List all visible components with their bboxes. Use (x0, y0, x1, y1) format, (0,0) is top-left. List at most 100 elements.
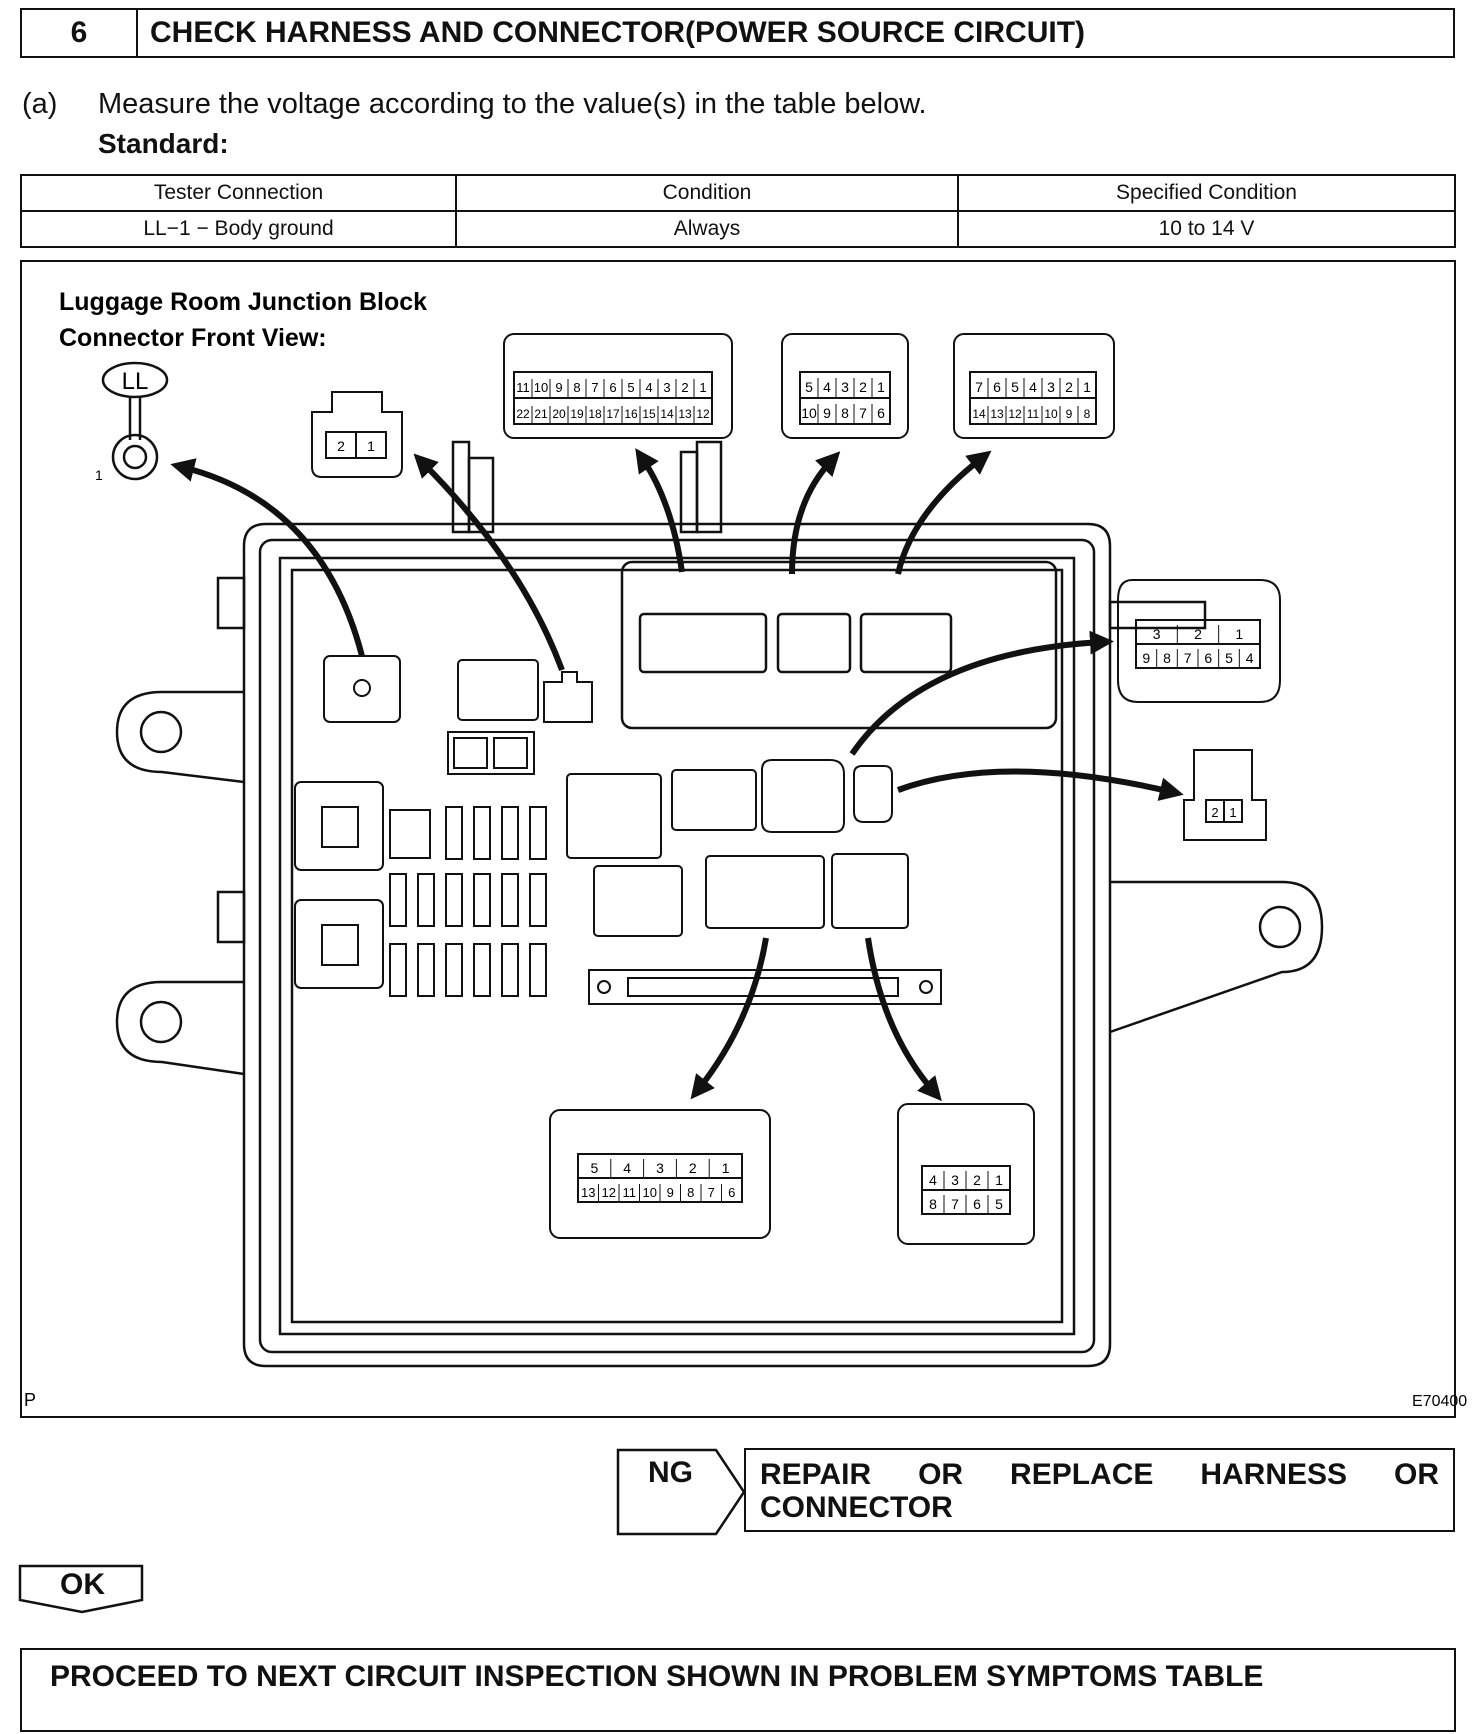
figure-id: E70400 (1412, 1393, 1467, 1410)
pin-label: 2 (337, 438, 345, 454)
pin-label: 1 (1235, 626, 1243, 642)
pin-label: 5 (805, 379, 813, 395)
corner-label: P (24, 1390, 36, 1410)
table-cell: Always (455, 210, 959, 248)
junction-block-drawing: Luggage Room Junction Block Connector Fr… (24, 288, 1467, 1410)
pin-label: 3 (1153, 626, 1161, 642)
table-cell: LL−1 − Body ground (20, 210, 457, 248)
pin-label: 9 (823, 405, 831, 421)
repair-word: OR (1394, 1458, 1439, 1491)
pin-label: 4 (823, 379, 831, 395)
pin-label: 8 (1163, 650, 1171, 666)
pin-label: 7 (975, 379, 983, 395)
pin-label: 12 (602, 1185, 616, 1200)
pin-label: 12 (1008, 407, 1022, 421)
pin-label: 5 (1011, 379, 1019, 395)
ok-label: OK (60, 1568, 105, 1601)
table-row: LL−1 − Body ground Always 10 to 14 V (20, 210, 1456, 248)
spec-table: Tester Connection Condition Specified Co… (20, 174, 1456, 248)
connector-2pin-top (311, 391, 403, 478)
repair-word: OR (918, 1458, 964, 1491)
pin-label: 2 (1211, 805, 1218, 820)
pin-label: 16 (624, 407, 638, 421)
table-header: Condition (455, 174, 959, 212)
pin-label: 11 (1027, 407, 1040, 421)
instruction-label: (a) (22, 88, 58, 120)
pin-label: 5 (591, 1160, 599, 1176)
step-header: 6 CHECK HARNESS AND CONNECTOR(POWER SOUR… (20, 8, 1455, 58)
pin-label: 18 (588, 407, 602, 421)
diagram-title-2: Connector Front View: (59, 324, 327, 352)
pin-label: 15 (642, 407, 656, 421)
pin-label: 9 (555, 380, 562, 395)
pin-label: 14 (660, 407, 674, 421)
junction-block-body (115, 440, 1324, 1368)
pin-label: 8 (929, 1196, 937, 1212)
table-header-row: Tester Connection Condition Specified Co… (20, 174, 1456, 212)
connector-22pin (503, 333, 733, 439)
pin-label: 6 (993, 379, 1001, 395)
table-header: Tester Connection (20, 174, 457, 212)
pin-label: 7 (951, 1196, 959, 1212)
ng-arrow-icon (616, 1448, 746, 1536)
pin-label: 6 (728, 1185, 735, 1200)
pin-label: 1 (367, 438, 375, 454)
pin-label: 2 (859, 379, 867, 395)
pin-label: 2 (973, 1172, 981, 1188)
pin-label: 10 (534, 380, 548, 395)
pin-label: 1 (877, 379, 885, 395)
pin-label: 14 (972, 407, 986, 421)
pin-label: 2 (681, 380, 688, 395)
pin-label: 21 (534, 407, 548, 421)
pin-label: 6 (877, 405, 885, 421)
pin-label: 3 (663, 380, 670, 395)
pin-label: 12 (696, 407, 710, 421)
pin-label: 6 (609, 380, 616, 395)
internal-components (294, 655, 942, 1005)
pin-label: 8 (1084, 407, 1091, 421)
connector-14pin (953, 333, 1115, 439)
step-title: CHECK HARNESS AND CONNECTOR(POWER SOURCE… (150, 16, 1086, 49)
pointer-arrows (170, 448, 1184, 1102)
repair-word: REPLACE (1010, 1458, 1154, 1491)
standard-label: Standard: (98, 128, 229, 159)
pin-label: 17 (606, 407, 620, 421)
pin-label: 6 (1204, 650, 1212, 666)
pin-label: 22 (516, 407, 530, 421)
pin-label: 3 (841, 379, 849, 395)
diagram-title-1: Luggage Room Junction Block (59, 288, 427, 316)
repair-word: HARNESS (1200, 1458, 1348, 1491)
ng-label: NG (648, 1456, 693, 1489)
pin-label: 4 (623, 1160, 631, 1176)
pin-label: 3 (1047, 379, 1055, 395)
pin-label: 3 (951, 1172, 959, 1188)
pin-label: 8 (687, 1185, 694, 1200)
pin-label: 4 (1246, 650, 1254, 666)
pin-label: 1 (995, 1172, 1003, 1188)
instruction-text: Measure the voltage according to the val… (98, 88, 927, 120)
pin-label: 10 (801, 405, 817, 421)
pin-label: 9 (1066, 407, 1073, 421)
connector-diagram: Luggage Room Junction Block Connector Fr… (20, 260, 1467, 1418)
pin-label: 11 (623, 1185, 637, 1200)
repair-action-box: REPAIR OR REPLACE HARNESS OR CONNECTOR (744, 1448, 1455, 1532)
pin-label: 2 (1194, 626, 1202, 642)
pin-label: 9 (1142, 650, 1150, 666)
ok-arrow-icon (18, 1564, 144, 1614)
pin-label: 7 (708, 1185, 715, 1200)
connector-10pin (781, 333, 909, 439)
pin-label: 13 (678, 407, 692, 421)
repair-word: REPAIR (760, 1458, 872, 1491)
pin-label: 4 (645, 380, 652, 395)
pin-label: 10 (643, 1185, 657, 1200)
repair-line-2: CONNECTOR (760, 1491, 953, 1524)
pin-label: 1 (722, 1160, 730, 1176)
table-header: Specified Condition (957, 174, 1456, 212)
pin-label: 1 (1229, 805, 1236, 820)
pin-label: 4 (1029, 379, 1037, 395)
pin-label: 6 (973, 1196, 981, 1212)
proceed-box: PROCEED TO NEXT CIRCUIT INSPECTION SHOWN… (20, 1648, 1456, 1732)
pin-label: 8 (573, 380, 580, 395)
pin-label: 13 (990, 407, 1004, 421)
